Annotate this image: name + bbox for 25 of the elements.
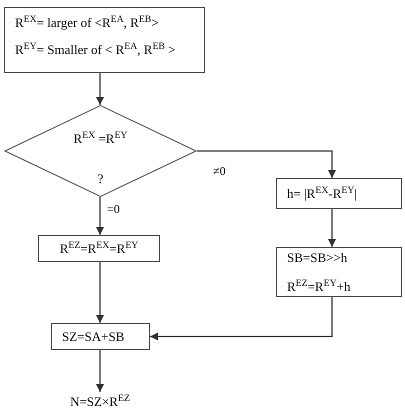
formula-text: SB=SB>>h [287, 250, 348, 265]
arrow [96, 262, 104, 323]
arrow [96, 73, 104, 105]
edge-label: =0 [106, 202, 121, 216]
arrow [96, 197, 104, 235]
edge-label: ≠0 [212, 164, 227, 178]
formula-text: SZ=SA+SB [62, 328, 124, 344]
process-box [276, 178, 402, 209]
formula-text: ? [98, 170, 104, 186]
arrow [328, 209, 336, 247]
process-box [4, 7, 205, 73]
formula-text: R$^{EX}$= larger of <R$^{EA}$, R$^{EB}$> [15, 15, 159, 30]
formula-text: N=SZ×R$^{EZ}$ [52, 392, 148, 412]
arrow [96, 350, 104, 392]
formula-text: R$^{EZ}$=R$^{EX}$=R$^{EY}$ [60, 240, 138, 256]
formula-text: R$^{EZ}$=R$^{EY}$+h [287, 278, 350, 294]
arrow [150, 297, 333, 340]
decision-diamond [4, 105, 197, 197]
formula-text: R$^{EY}$= Smaller of < R$^{EA}$, R$^{EB}$ > [15, 42, 176, 56]
process-box [51, 323, 150, 350]
formula-text: h= |R$^{EX}$-R$^{EY}$| [287, 186, 357, 201]
formula-text: R$^{EX}$ =R$^{EY}$ [74, 131, 128, 146]
process-box [38, 235, 160, 262]
process-box [276, 247, 402, 297]
arrow [197, 150, 336, 178]
